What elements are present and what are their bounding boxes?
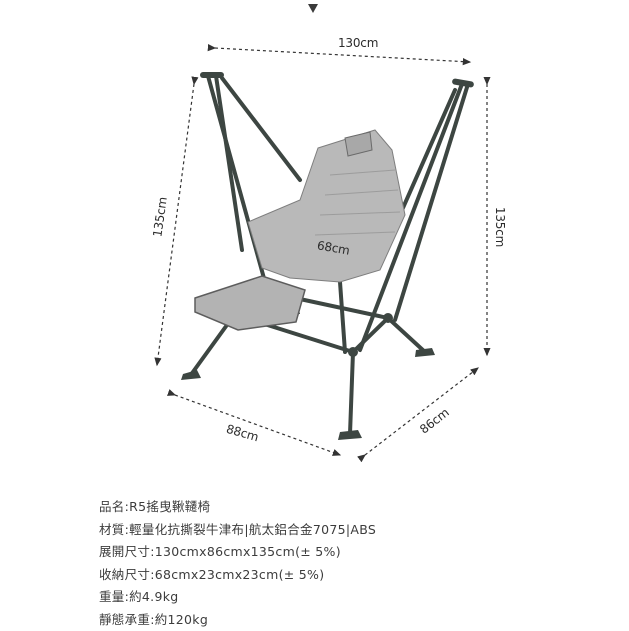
spec-value: 約120kg — [155, 612, 208, 627]
spec-row-material: 材質:輕量化抗撕裂牛津布|航太鋁合金7075|ABS — [99, 519, 376, 542]
spec-row-name: 品名:R5搖曳鞦韆椅 — [99, 496, 376, 519]
spec-value: 約4.9kg — [129, 589, 178, 604]
spec-value: 輕量化抗撕裂牛津布|航太鋁合金7075|ABS — [129, 522, 376, 537]
spec-row-static-load: 靜態承重:約120kg — [99, 609, 376, 631]
chair-illustration — [0, 0, 629, 480]
spec-value: 130cmx86cmx135cm(± 5%) — [155, 544, 341, 559]
chair-dimension-diagram: 130cm 135cm 135cm 68cm 88cm 86cm — [0, 0, 629, 480]
spec-label: 材質 — [99, 522, 125, 537]
dim-line-width-top — [215, 48, 470, 62]
spec-label: 靜態承重 — [99, 612, 150, 627]
spec-row-unfolded-size: 展開尺寸:130cmx86cmx135cm(± 5%) — [99, 541, 376, 564]
spec-row-weight: 重量:約4.9kg — [99, 586, 376, 609]
chair-fabric — [195, 130, 405, 330]
dim-width-top-label: 130cm — [338, 36, 378, 50]
spec-label: 收納尺寸 — [99, 567, 150, 582]
dim-line-depth-side — [365, 368, 478, 455]
spec-label: 展開尺寸 — [99, 544, 150, 559]
spec-label: 品名 — [99, 499, 125, 514]
dim-height-right-label: 135cm — [493, 207, 507, 247]
spec-row-packed-size: 收納尺寸:68cmx23cmx23cm(± 5%) — [99, 564, 376, 587]
spec-list: 品名:R5搖曳鞦韆椅 材質:輕量化抗撕裂牛津布|航太鋁合金7075|ABS 展開… — [99, 496, 376, 631]
spec-value: 68cmx23cmx23cm(± 5%) — [155, 567, 325, 582]
spec-label: 重量 — [99, 589, 125, 604]
spec-value: R5搖曳鞦韆椅 — [129, 499, 210, 514]
dim-line-depth-front — [175, 395, 340, 455]
